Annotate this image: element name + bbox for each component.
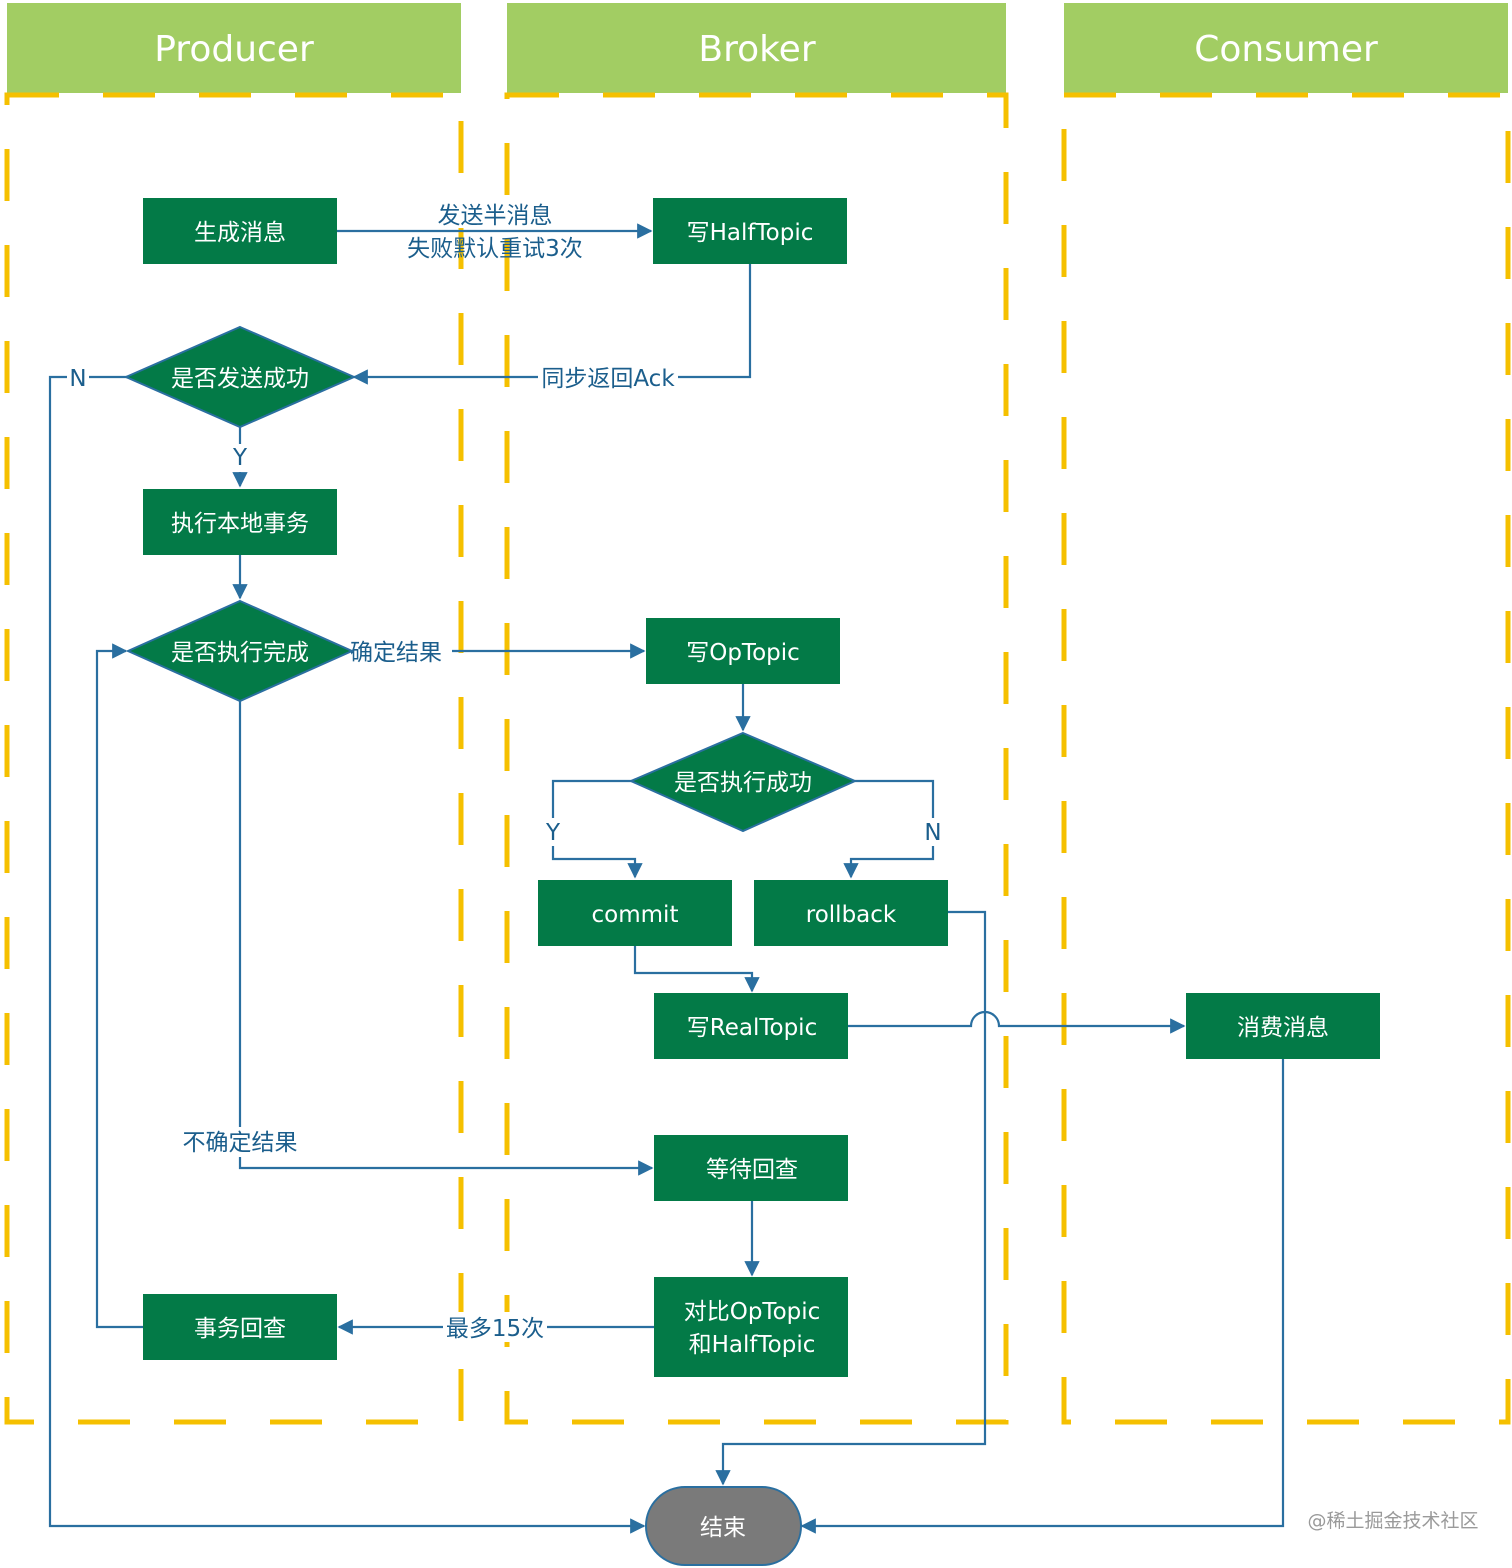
node-compare-topics: 对比OpTopic 和HalfTopic bbox=[654, 1277, 848, 1377]
decision-exec-done: 是否执行完成 bbox=[125, 599, 355, 703]
node-commit: commit bbox=[538, 880, 732, 946]
consumer-lane-header bbox=[1064, 3, 1508, 93]
edge-real-to-consume bbox=[848, 1010, 1186, 1034]
edge-to-rollback bbox=[843, 779, 935, 879]
node-generate-message-label: 生成消息 bbox=[194, 220, 286, 246]
label-send-yes: Y bbox=[232, 445, 248, 471]
node-exec-local-tx: 执行本地事务 bbox=[143, 489, 337, 555]
producer-lane-border bbox=[4, 92, 464, 1425]
node-end: 结束 bbox=[645, 1486, 802, 1566]
label-send-half-line2: 失败默认重试3次 bbox=[407, 236, 583, 262]
node-rollback-label: rollback bbox=[806, 902, 897, 928]
label-branch-yes: Y bbox=[545, 820, 561, 846]
node-commit-label: commit bbox=[592, 902, 679, 928]
consumer-lane-title: Consumer bbox=[1194, 29, 1378, 70]
edge-send-fail bbox=[48, 375, 646, 1534]
broker-lane-header bbox=[507, 3, 1006, 93]
label-branch-no: N bbox=[924, 820, 941, 846]
node-exec-local-tx-label: 执行本地事务 bbox=[171, 511, 309, 537]
node-compare-topics-line2: 和HalfTopic bbox=[689, 1332, 816, 1358]
edge-consume-to-end bbox=[800, 1059, 1285, 1534]
edge-sync-ack bbox=[352, 264, 752, 385]
edge-check-loop bbox=[95, 643, 143, 1329]
edge-rollback-to-end bbox=[715, 910, 987, 1486]
node-rollback: rollback bbox=[754, 880, 948, 946]
node-write-half-topic: 写HalfTopic bbox=[653, 198, 847, 264]
watermark: @稀土掘金技术社区 bbox=[1307, 1510, 1478, 1532]
node-wait-check: 等待回查 bbox=[654, 1135, 848, 1201]
label-sync-ack: 同步返回Ack bbox=[541, 366, 675, 392]
decision-exec-success: 是否执行成功 bbox=[628, 731, 858, 833]
node-compare-topics-line1: 对比OpTopic bbox=[684, 1299, 821, 1325]
label-definite-result: 确定结果 bbox=[350, 640, 442, 666]
producer-lane-header bbox=[7, 3, 461, 93]
node-write-half-topic-label: 写HalfTopic bbox=[687, 220, 814, 246]
node-end-label: 结束 bbox=[700, 1515, 746, 1541]
decision-send-success: 是否发送成功 bbox=[123, 325, 357, 429]
edge-uncertain-result bbox=[238, 701, 654, 1176]
label-send-half-line1: 发送半消息 bbox=[438, 203, 553, 229]
producer-lane-title: Producer bbox=[154, 29, 314, 70]
node-generate-message: 生成消息 bbox=[143, 198, 337, 264]
node-write-op-topic: 写OpTopic bbox=[646, 618, 840, 684]
node-write-real-topic-label: 写RealTopic bbox=[687, 1015, 817, 1041]
node-write-op-topic-label: 写OpTopic bbox=[686, 640, 800, 666]
label-send-no: N bbox=[69, 366, 86, 392]
node-tx-check-label: 事务回查 bbox=[194, 1316, 286, 1342]
node-tx-check: 事务回查 bbox=[143, 1294, 337, 1360]
node-consume-message-label: 消费消息 bbox=[1237, 1015, 1329, 1041]
edge-to-commit bbox=[551, 779, 643, 879]
broker-lane-title: Broker bbox=[698, 29, 815, 70]
consumer-lane-border bbox=[1061, 92, 1511, 1425]
node-consume-message: 消费消息 bbox=[1186, 993, 1380, 1059]
broker-lane-border bbox=[504, 92, 1009, 1425]
label-max-15: 最多15次 bbox=[446, 1316, 544, 1342]
label-uncertain-result: 不确定结果 bbox=[183, 1130, 298, 1156]
node-write-real-topic: 写RealTopic bbox=[654, 993, 848, 1059]
decision-exec-done-label: 是否执行完成 bbox=[171, 640, 309, 666]
decision-send-success-label: 是否发送成功 bbox=[171, 366, 309, 392]
edge-commit-to-real bbox=[633, 946, 760, 993]
decision-exec-success-label: 是否执行成功 bbox=[674, 770, 812, 796]
node-wait-check-label: 等待回查 bbox=[706, 1157, 798, 1183]
